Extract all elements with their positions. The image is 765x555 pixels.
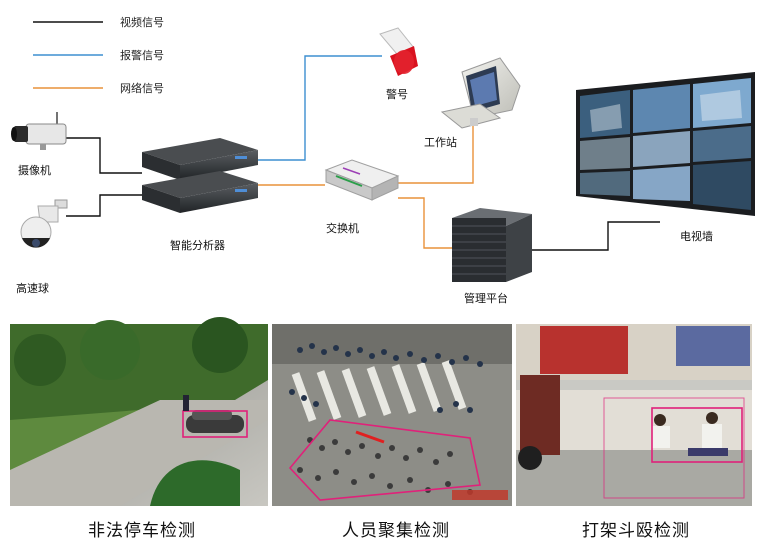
dome-camera-icon <box>20 199 68 248</box>
connector-switch-workstation <box>398 122 474 184</box>
connector-dome-analyzer <box>66 194 142 217</box>
platform-label: 管理平台 <box>464 291 508 305</box>
alarm-label: 警号 <box>386 87 408 101</box>
connector-analyzer-alarm <box>258 55 382 161</box>
connector-platform-videowall <box>532 221 660 251</box>
scene-caption-fight: 打架斗殴检测 <box>582 521 690 541</box>
analyzer-icon <box>142 138 258 213</box>
scene-caption-parking: 非法停车检测 <box>88 521 196 541</box>
videowall-label: 电视墙 <box>680 229 713 243</box>
scene-caption-crowd: 人员聚集检测 <box>342 521 450 541</box>
videowall-icon <box>576 72 755 216</box>
camera-label: 摄像机 <box>18 163 51 177</box>
legend-label-video: 视频信号 <box>120 15 164 29</box>
legend-label-alarm: 报警信号 <box>120 48 164 62</box>
connector-camera-analyzer <box>66 137 142 174</box>
scene-photo-crowd <box>272 324 512 506</box>
camera-icon <box>11 112 67 150</box>
videowall-screens <box>580 78 751 210</box>
analyzer-label: 智能分析器 <box>170 238 225 252</box>
connector-switch-platform <box>398 197 452 249</box>
switch-label: 交换机 <box>326 221 359 235</box>
switch-icon <box>324 159 400 201</box>
platform-rack-icon <box>452 208 532 282</box>
legend: 视频信号 报警信号 网络信号 <box>33 15 164 95</box>
scene-photo-parking <box>10 317 268 506</box>
dome-label: 高速球 <box>16 281 49 295</box>
connectors <box>66 55 660 251</box>
workstation-icon <box>440 57 521 129</box>
workstation-label: 工作站 <box>424 135 457 149</box>
siren-icon <box>379 27 418 76</box>
legend-label-network: 网络信号 <box>120 81 164 95</box>
scene-photo-fight <box>516 324 752 506</box>
